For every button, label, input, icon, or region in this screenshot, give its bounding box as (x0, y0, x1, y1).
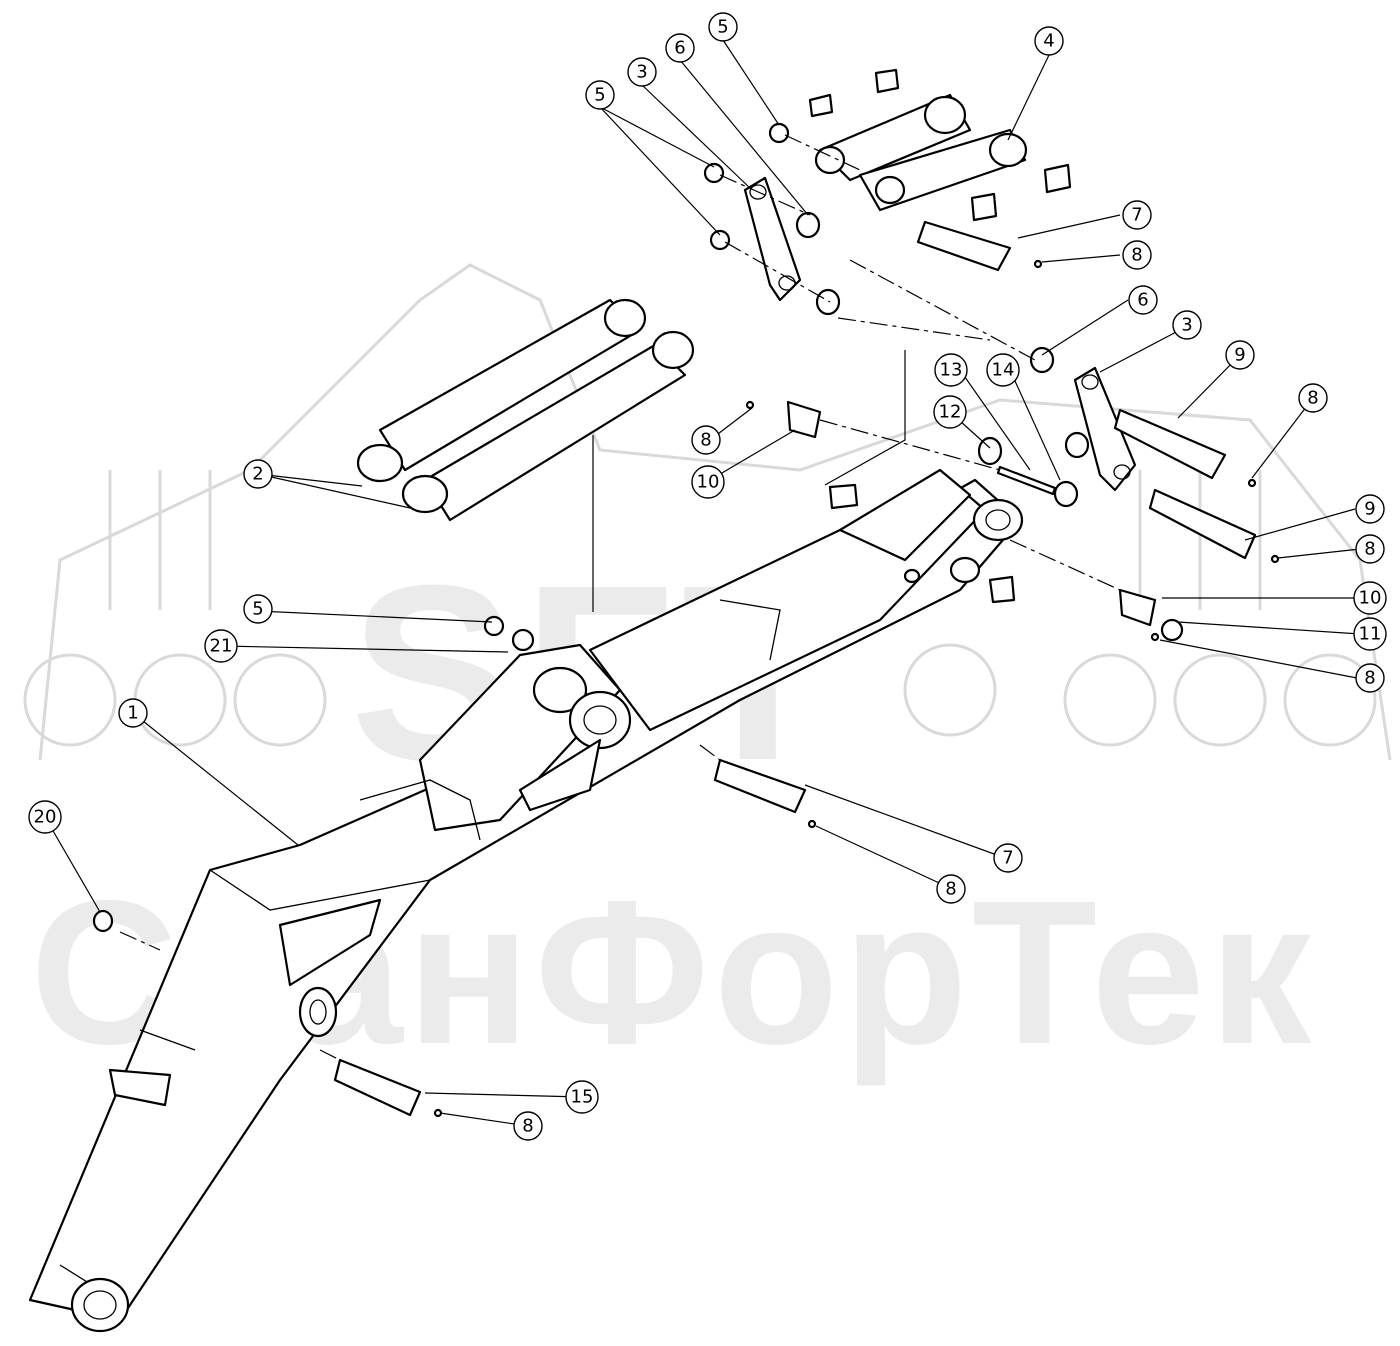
svg-text:8: 8 (1307, 388, 1318, 409)
callout-3-top: 3 (627, 57, 657, 87)
bushing-small-2 (988, 575, 1016, 604)
callout-21: 21 (204, 629, 238, 663)
callout-9-right: 9 (1355, 494, 1385, 524)
callout-11: 11 (1353, 617, 1387, 651)
callout-1: 1 (118, 698, 148, 728)
callout-7-bottom: 7 (993, 843, 1023, 873)
svg-text:13: 13 (940, 360, 963, 381)
callout-12: 12 (933, 395, 967, 429)
svg-text:8: 8 (1364, 668, 1375, 689)
boom-body (28, 468, 1024, 1333)
bushing-upper (786, 400, 822, 439)
alignment-lines (119, 134, 1121, 1061)
callout-3-right: 3 (1172, 310, 1202, 340)
callout-14: 14 (986, 353, 1020, 387)
svg-text:7: 7 (1131, 205, 1142, 226)
callout-20: 20 (28, 800, 62, 834)
callout-10-right: 10 (1353, 581, 1387, 615)
svg-text:7: 7 (1002, 848, 1013, 869)
washer-rings (92, 122, 1184, 933)
svg-text:5: 5 (594, 85, 605, 106)
svg-text:9: 9 (1364, 499, 1375, 520)
callout-5-top: 5 (708, 12, 738, 42)
svg-text:3: 3 (1181, 315, 1192, 336)
svg-text:1: 1 (127, 703, 138, 724)
bushing-lower (1118, 588, 1157, 627)
callout-8-right-3: 8 (1355, 663, 1385, 693)
svg-text:5: 5 (717, 17, 728, 38)
callout-9-top: 9 (1225, 340, 1255, 370)
bolt (996, 465, 1057, 496)
hydraulic-cylinder-pair (356, 298, 695, 522)
svg-text:5: 5 (252, 599, 263, 620)
callout-8-bottom-2: 8 (513, 1111, 543, 1141)
pins (333, 220, 1257, 1117)
bushing-small (828, 483, 859, 510)
callout-8-right: 8 (1298, 383, 1328, 413)
callout-4: 4 (1034, 26, 1064, 56)
callout-5-left: 5 (585, 80, 615, 110)
svg-text:6: 6 (674, 38, 685, 59)
callout-2: 2 (243, 459, 273, 489)
callout-13: 13 (934, 353, 968, 387)
svg-text:15: 15 (571, 1087, 594, 1108)
svg-text:20: 20 (34, 807, 57, 828)
link-plate-upper (743, 176, 802, 302)
link-plate-lower (1073, 366, 1137, 492)
svg-text:12: 12 (939, 402, 962, 423)
svg-text:21: 21 (210, 636, 233, 657)
callout-8-right-2: 8 (1355, 534, 1385, 564)
callout-6-top: 6 (665, 33, 695, 63)
svg-text:2: 2 (252, 464, 263, 485)
assembly-line-head (824, 350, 906, 486)
svg-text:9: 9 (1234, 345, 1245, 366)
grease-fittings (433, 259, 1280, 1118)
svg-text:8: 8 (700, 430, 711, 451)
link-assembly (808, 68, 1072, 222)
svg-text:10: 10 (1359, 588, 1382, 609)
svg-text:8: 8 (1364, 539, 1375, 560)
svg-text:8: 8 (945, 879, 956, 900)
callout-labels: 5 4 6 3 5 7 8 6 3 9 13 14 8 12 8 10 9 8 … (28, 12, 1387, 1141)
svg-text:6: 6 (1137, 290, 1148, 311)
svg-text:3: 3 (636, 62, 647, 83)
svg-text:14: 14 (992, 360, 1015, 381)
svg-text:8: 8 (1131, 245, 1142, 266)
callout-15: 15 (565, 1080, 599, 1114)
svg-text:10: 10 (697, 472, 720, 493)
callout-8-mid: 8 (691, 425, 721, 455)
callout-8-bottom: 8 (936, 874, 966, 904)
callout-8-top: 8 (1122, 240, 1152, 270)
callout-7-top: 7 (1122, 200, 1152, 230)
svg-text:11: 11 (1359, 624, 1382, 645)
svg-text:8: 8 (522, 1116, 533, 1137)
callout-10-mid: 10 (691, 465, 725, 499)
callout-5-mid: 5 (243, 594, 273, 624)
svg-text:4: 4 (1043, 31, 1054, 52)
callout-6-right: 6 (1128, 285, 1158, 315)
